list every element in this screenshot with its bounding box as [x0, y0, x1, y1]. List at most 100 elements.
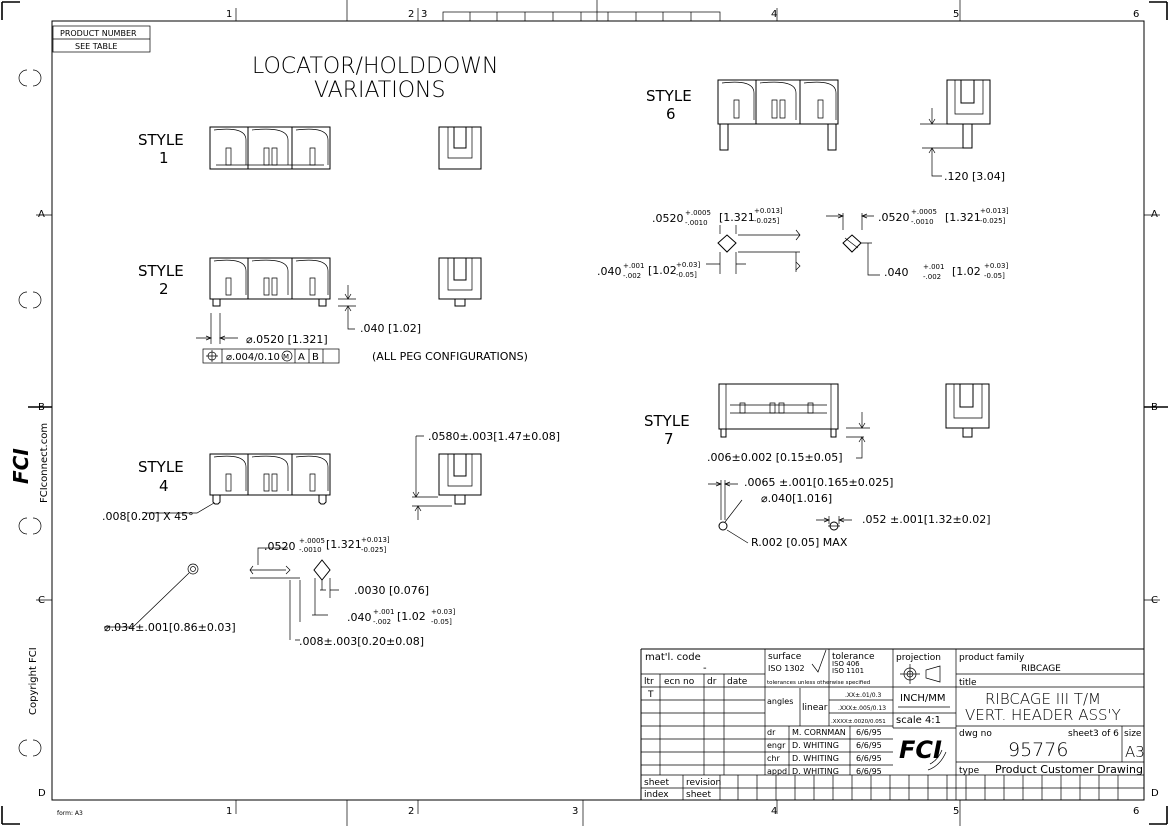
scale-label: scale 4:1 [896, 715, 941, 726]
style-1-group: STYLE 1 [138, 126, 482, 170]
style-7-dim-052-text: .052 ±.001[1.32±0.02] [862, 513, 990, 526]
sheet-index-label-2: index [644, 790, 669, 800]
style-6-left-0520-tol-dn: -.0010 [685, 219, 708, 227]
sign-date-appd: 6/6/95 [856, 767, 882, 776]
type-value: Product Customer Drawing [995, 763, 1143, 776]
style-7-header-front-view [718, 383, 839, 438]
style-4-dim-0520-text: .0520 [264, 540, 296, 553]
zone-right-a: A [1151, 209, 1158, 220]
style-4-dim-034-text: ⌀.034±.001[0.86±0.03] [104, 621, 236, 634]
zone-top-4: 4 [771, 9, 777, 20]
zone-right-c: C [1151, 595, 1158, 606]
style-7-dim-052: .052 ±.001[1.32±0.02] [816, 513, 990, 531]
tolerance-iso2: ISO 1101 [832, 667, 864, 675]
matl-code-value: - [703, 663, 707, 674]
style-6-dim-120: .120 [3.04] [944, 170, 1005, 183]
style-6-left-1321-tol-dn: -0.025] [754, 217, 780, 225]
style-6-right-1321-tol-up: +0.013] [980, 207, 1009, 215]
style-2-side-view [438, 257, 482, 307]
style-2-dim-dia: ⌀.0520 [1.321] [196, 313, 328, 346]
revision-sheet-label-1: revision [686, 778, 721, 788]
style-4-dim-0520: .0520 +.0005 -.0010 [1.321 +0.013] -0.02… [264, 536, 390, 554]
style-7-dim-0065: .0065 ±.001[0.165±0.025] [744, 476, 893, 489]
style-6-right-dim-0520: .0520 +.0005 -.0010 [1.321 +0.013] -0.02… [878, 207, 1009, 226]
style-2-fcf-b: B [312, 352, 319, 363]
sign-role-dr: dr [767, 728, 776, 737]
style-1-header-front-view [209, 126, 331, 170]
heading-line1: LOCATOR/HOLDDOWN [252, 54, 498, 79]
zone-bottom-3: 3 [572, 806, 578, 817]
style-2-note: (ALL PEG CONFIGURATIONS) [372, 350, 528, 363]
style-6-right-1321-text: [1.321 [945, 211, 981, 224]
style-6-right-0520-text: .0520 [878, 211, 910, 224]
style-4-label: STYLE [138, 458, 184, 476]
zone-top-1: 1 [226, 9, 232, 20]
style-7-side-view [945, 383, 990, 438]
style-1-label: STYLE [138, 131, 184, 149]
title-label: title [959, 678, 977, 688]
zone-left-a: A [38, 209, 45, 220]
surface-label: surface [768, 652, 802, 662]
style-4-chamfer: .008[0.20] X 45° [102, 510, 194, 523]
zone-left-d: D [38, 788, 46, 799]
style-1-number: 1 [159, 149, 169, 167]
website-label: FCIconnect.com [39, 423, 50, 503]
style-6-right-1321-tol-dn: -0.025] [980, 217, 1006, 225]
zone-labels: 1 2 3 4 5 6 1 2 3 4 5 6 A B C D A B C D [38, 9, 1159, 817]
style-6-left-0520-tol-up: +.0005 [685, 209, 711, 217]
sign-name-appd: D. WHITING [792, 767, 839, 776]
style-4-dim-1321-tol-dn: -0.025] [361, 546, 387, 554]
product-family-value: RIBCAGE [1021, 664, 1061, 674]
style-6-label: STYLE [646, 87, 692, 105]
style-6-left-040-tol-up: +.001 [623, 262, 644, 270]
style-4-dim-102-tol-dn: -0.05] [431, 618, 452, 626]
style-2-number: 2 [159, 280, 169, 298]
style-7-label: STYLE [644, 412, 690, 430]
style-6-right-dim-040: .040 +.001 -.002 [1.02 +0.03] -0.05] [884, 262, 1008, 281]
title-block [640, 648, 1144, 800]
product-family-label: product family [959, 653, 1025, 663]
style-4-dim-102-text: [1.02 [397, 610, 426, 623]
style-6-left-1321-text: [1.321 [719, 211, 755, 224]
style-7-dim-006: .006±0.002 [0.15±0.05] [707, 412, 870, 464]
tolerance-note: tolerances unless otherwise specified [767, 680, 870, 686]
style-4-dim-008: .008±.003[0.20±0.08] [299, 635, 424, 648]
rev-header-date: date [727, 677, 748, 687]
angles-label: angles [767, 697, 793, 706]
sign-name-engr: D. WHITING [792, 741, 839, 750]
style-2-label: STYLE [138, 262, 184, 280]
tolerance-label: tolerance [832, 652, 875, 662]
style-1-side-view [438, 126, 482, 170]
tolerance-xxx: .XXX±.005/0.13 [838, 705, 886, 712]
zone-bottom-1: 1 [226, 806, 232, 817]
tolerance-xxxx: .XXXX±.0020/0.051 [831, 719, 886, 725]
style-2-dim-040: .040 [1.02] [338, 285, 421, 335]
revision-sheet-label-2: sheet [686, 790, 711, 800]
style-2-group: STYLE 2 .040 [1.02] ⌀.0520 [1.321] [138, 257, 528, 364]
style-6-right-040-tol-up: +.001 [923, 263, 944, 271]
style-6-number: 6 [666, 105, 676, 123]
rev-header-ltr: ltr [644, 677, 654, 687]
copyright-label: Copyright FCI [28, 647, 39, 715]
style-4-peg-detail [249, 547, 339, 641]
style-4-dim-040: .040 +.001 -.002 [1.02 +0.03] -0.05] [347, 608, 455, 626]
sheet-index-label-1: sheet [644, 778, 669, 788]
title-line1: RIBCAGE III T/M [985, 690, 1101, 708]
title-line2: VERT. HEADER ASS'Y [965, 706, 1121, 724]
surface-value: ISO 1302 [768, 664, 805, 673]
style-6-right-040-tol-dn: -.002 [923, 273, 941, 281]
fci-logo-text: FCI [899, 736, 942, 764]
heading-line2: VARIATIONS [314, 78, 445, 103]
product-number-label: PRODUCT NUMBER [60, 29, 137, 38]
zone-bottom-2: 2 [408, 806, 414, 817]
style-6-group: STYLE 6 .120 [3.04] .0520 +.0005 [597, 79, 1009, 281]
style-4-dim-0030: .0030 [0.076] [354, 584, 429, 597]
style-6-left-1321-tol-up: +0.013] [754, 207, 783, 215]
style-6-right-102-tol-dn: -0.05] [984, 272, 1005, 280]
zone-right-b: B [1151, 402, 1158, 413]
sign-role-engr: engr [767, 741, 786, 750]
units-label: INCH/MM [900, 693, 946, 704]
zone-bottom-6: 6 [1133, 806, 1139, 817]
matl-code-label: mat'l. code [645, 652, 701, 663]
